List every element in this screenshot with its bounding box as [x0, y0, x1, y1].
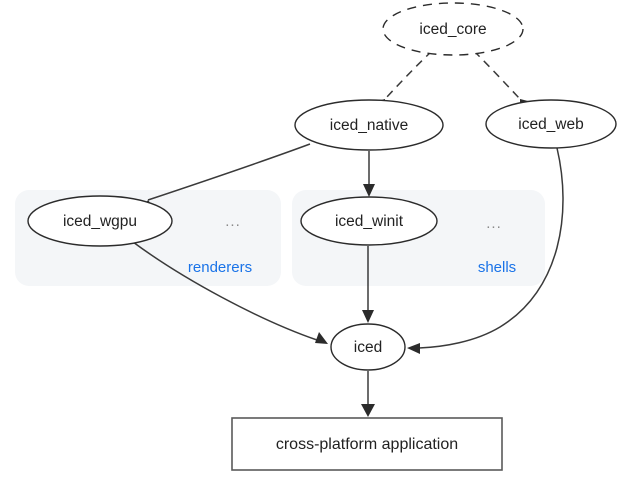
node-shape-iced_native	[294, 99, 444, 151]
node-shape-iced	[330, 323, 406, 371]
node-iced_wgpu[interactable]: iced_wgpu	[27, 195, 173, 247]
node-label-application: cross-platform application	[276, 436, 458, 453]
arrowhead-iced_web-to-iced	[407, 343, 420, 354]
node-label-iced: iced	[354, 339, 382, 356]
arrowhead-iced_native-to-iced_winit	[363, 184, 375, 197]
edge-iced_core-to-iced_web	[473, 50, 521, 100]
node-label-iced_core: iced_core	[419, 21, 486, 38]
node-iced_native[interactable]: iced_native	[294, 99, 444, 151]
node-shape-iced_winit	[300, 196, 438, 246]
arrowhead-iced_wgpu-to-iced	[315, 332, 328, 344]
node-label-iced_wgpu: iced_wgpu	[63, 213, 137, 230]
cluster-label-renderers: renderers	[188, 259, 252, 276]
node-iced[interactable]: iced	[330, 323, 406, 371]
edge-iced_core-to-iced_native	[384, 50, 433, 100]
annotation-group: renderers shells......	[188, 213, 516, 276]
cluster-label-shells: shells	[478, 259, 516, 276]
node-shape-application	[231, 417, 503, 471]
node-iced_web[interactable]: iced_web	[485, 99, 617, 149]
node-application[interactable]: cross-platform application	[231, 417, 503, 471]
node-label-iced_native: iced_native	[330, 117, 408, 134]
node-shape-iced_core	[382, 2, 524, 56]
edge-iced_web-to-iced	[418, 147, 564, 349]
arrowhead-iced_winit-to-iced	[362, 310, 374, 323]
edge-iced_wgpu-to-iced	[132, 241, 318, 341]
node-shape-iced_wgpu	[27, 195, 173, 247]
node-label-iced_winit: iced_winit	[335, 213, 404, 230]
node-iced_core[interactable]: iced_core	[382, 2, 524, 56]
ellipsis-renderers-more: ...	[225, 213, 241, 230]
node-shape-iced_web	[485, 99, 617, 149]
arrowhead-iced-to-application	[361, 404, 375, 417]
ellipsis-shells-more: ...	[486, 215, 502, 232]
edge-iced_native-to-iced_wgpu	[147, 143, 311, 201]
node-iced_winit[interactable]: iced_winit	[300, 196, 438, 246]
node-label-iced_web: iced_web	[518, 116, 584, 133]
